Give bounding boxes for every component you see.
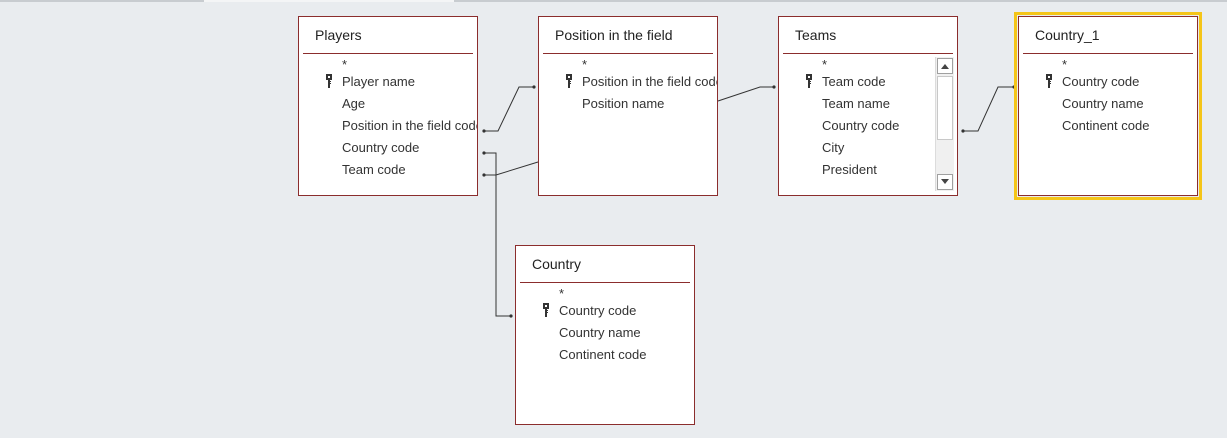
field-row[interactable]: Position in the field code xyxy=(539,71,717,93)
scroll-down-button[interactable] xyxy=(937,174,953,190)
field-label: President xyxy=(822,162,877,177)
field-label: Position in the field code xyxy=(582,74,717,89)
field-label: Team code xyxy=(822,74,886,89)
field-all-columns[interactable]: * xyxy=(299,57,477,71)
field-label: Country code xyxy=(822,118,900,133)
field-row[interactable]: Age xyxy=(299,93,477,115)
field-row[interactable]: Player name xyxy=(299,71,477,93)
field-label: * xyxy=(342,57,348,71)
field-label: Country code xyxy=(559,303,637,318)
field-label: Team name xyxy=(822,96,890,111)
key-icon xyxy=(326,74,332,88)
field-label: Country name xyxy=(1062,96,1144,111)
table-title[interactable]: Teams xyxy=(783,17,953,54)
field-label: * xyxy=(1062,57,1068,71)
field-row[interactable]: Country name xyxy=(516,322,694,344)
field-row[interactable]: Country code xyxy=(299,137,477,159)
field-label: Country code xyxy=(342,140,420,155)
relationship-line-players-teamcode xyxy=(484,161,539,176)
scroll-up-button[interactable] xyxy=(937,58,953,74)
field-row[interactable]: Country code xyxy=(779,115,935,137)
field-row[interactable]: Continent code xyxy=(1019,115,1197,137)
field-row[interactable]: Team code xyxy=(779,71,935,93)
field-label: * xyxy=(822,57,828,71)
field-row[interactable]: Country code xyxy=(1019,71,1197,93)
table-position-in-the-field[interactable]: Position in the field * Position in the f… xyxy=(538,16,718,196)
table-title[interactable]: Position in the field xyxy=(543,17,713,54)
field-label: Player name xyxy=(342,74,415,89)
relationship-line-players-position xyxy=(484,86,534,132)
field-label: City xyxy=(822,140,845,155)
table-title[interactable]: Country_1 xyxy=(1023,17,1193,54)
key-icon xyxy=(1046,74,1052,88)
field-row[interactable]: City xyxy=(779,137,935,159)
chevron-up-icon xyxy=(941,64,949,69)
key-icon xyxy=(566,74,572,88)
scroll-thumb[interactable] xyxy=(937,76,953,140)
field-row[interactable]: Country code xyxy=(516,300,694,322)
vertical-scrollbar[interactable] xyxy=(935,57,954,191)
field-row[interactable]: Team code xyxy=(299,159,477,181)
field-all-columns[interactable]: * xyxy=(539,57,717,71)
field-label: Position name xyxy=(582,96,665,111)
field-label: * xyxy=(582,57,588,71)
field-all-columns[interactable]: * xyxy=(779,57,935,71)
field-label: Age xyxy=(342,96,366,111)
document-tab-strip xyxy=(0,0,1227,2)
field-label: Country code xyxy=(1062,74,1140,89)
key-icon xyxy=(806,74,812,88)
field-label: * xyxy=(559,286,565,300)
field-label: Country name xyxy=(559,325,641,340)
relationship-line-teams-country1 xyxy=(963,86,1014,132)
field-row[interactable]: President xyxy=(779,159,935,181)
key-icon xyxy=(543,303,549,317)
field-label: Continent code xyxy=(1062,118,1150,133)
chevron-down-icon xyxy=(941,179,949,184)
relationship-line-players-country xyxy=(484,152,511,317)
field-label: Position in the field code xyxy=(342,118,477,133)
active-tab-edge[interactable] xyxy=(204,0,454,2)
field-label: Continent code xyxy=(559,347,647,362)
field-label: Team code xyxy=(342,162,406,177)
table-title[interactable]: Country xyxy=(520,246,690,283)
field-all-columns[interactable]: * xyxy=(516,286,694,300)
field-row[interactable]: Position in the field code xyxy=(299,115,477,137)
field-all-columns[interactable]: * xyxy=(1019,57,1197,71)
field-row[interactable]: Country name xyxy=(1019,93,1197,115)
table-title[interactable]: Players xyxy=(303,17,473,54)
field-row[interactable]: Team name xyxy=(779,93,935,115)
field-row[interactable]: Position name xyxy=(539,93,717,115)
field-row[interactable]: Continent code xyxy=(516,344,694,366)
relationship-line-position-teams xyxy=(717,86,774,102)
